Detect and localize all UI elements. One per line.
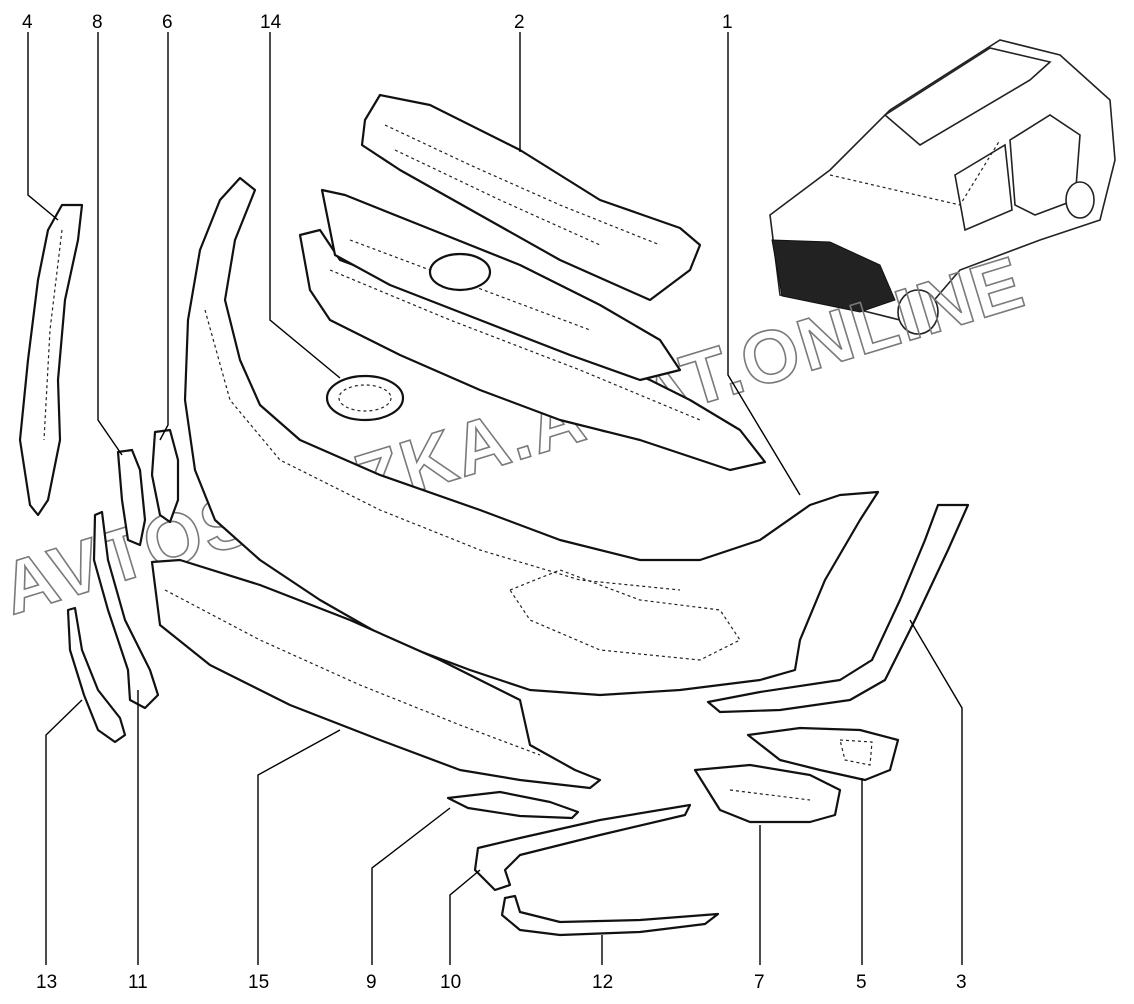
callout-labels: 4 8 6 14 2 1 13 11 15 9 10 12 7 5 3 [22, 12, 967, 993]
callout-6: 6 [162, 12, 173, 33]
callout-8: 8 [92, 12, 103, 33]
emblem [325, 252, 492, 422]
part-14-grille [298, 188, 767, 472]
callout-11: 11 [128, 972, 148, 993]
callout-4: 4 [22, 12, 33, 33]
callout-9: 9 [366, 972, 377, 993]
leader-lines [27, 32, 963, 965]
callout-7: 7 [754, 972, 765, 993]
part-7-trim [693, 763, 842, 824]
callout-2: 2 [514, 12, 525, 33]
part-10-trim [473, 803, 692, 892]
part-5-trim [746, 726, 900, 782]
vehicle-thumbnail [769, 39, 1116, 335]
part-1-bumper-cover [183, 176, 880, 697]
callout-10: 10 [440, 972, 461, 993]
part-15-lower-spoiler [150, 558, 602, 790]
callout-1: 1 [722, 12, 733, 33]
callout-3: 3 [956, 972, 967, 993]
part-8-bracket [116, 448, 147, 547]
part-3-molding [706, 503, 970, 714]
part-9-trim [446, 790, 580, 820]
part-2-upper-absorber [360, 93, 702, 302]
callout-14: 14 [260, 12, 282, 33]
part-11-bracket [92, 510, 160, 710]
callout-15: 15 [248, 972, 269, 993]
part-4-bracket [18, 203, 84, 517]
callout-12: 12 [592, 972, 613, 993]
callout-5: 5 [856, 972, 867, 993]
part-13-bracket [66, 606, 127, 744]
part-12-trim [500, 894, 720, 937]
callout-13: 13 [36, 972, 57, 993]
part-6-bracket [150, 428, 180, 524]
